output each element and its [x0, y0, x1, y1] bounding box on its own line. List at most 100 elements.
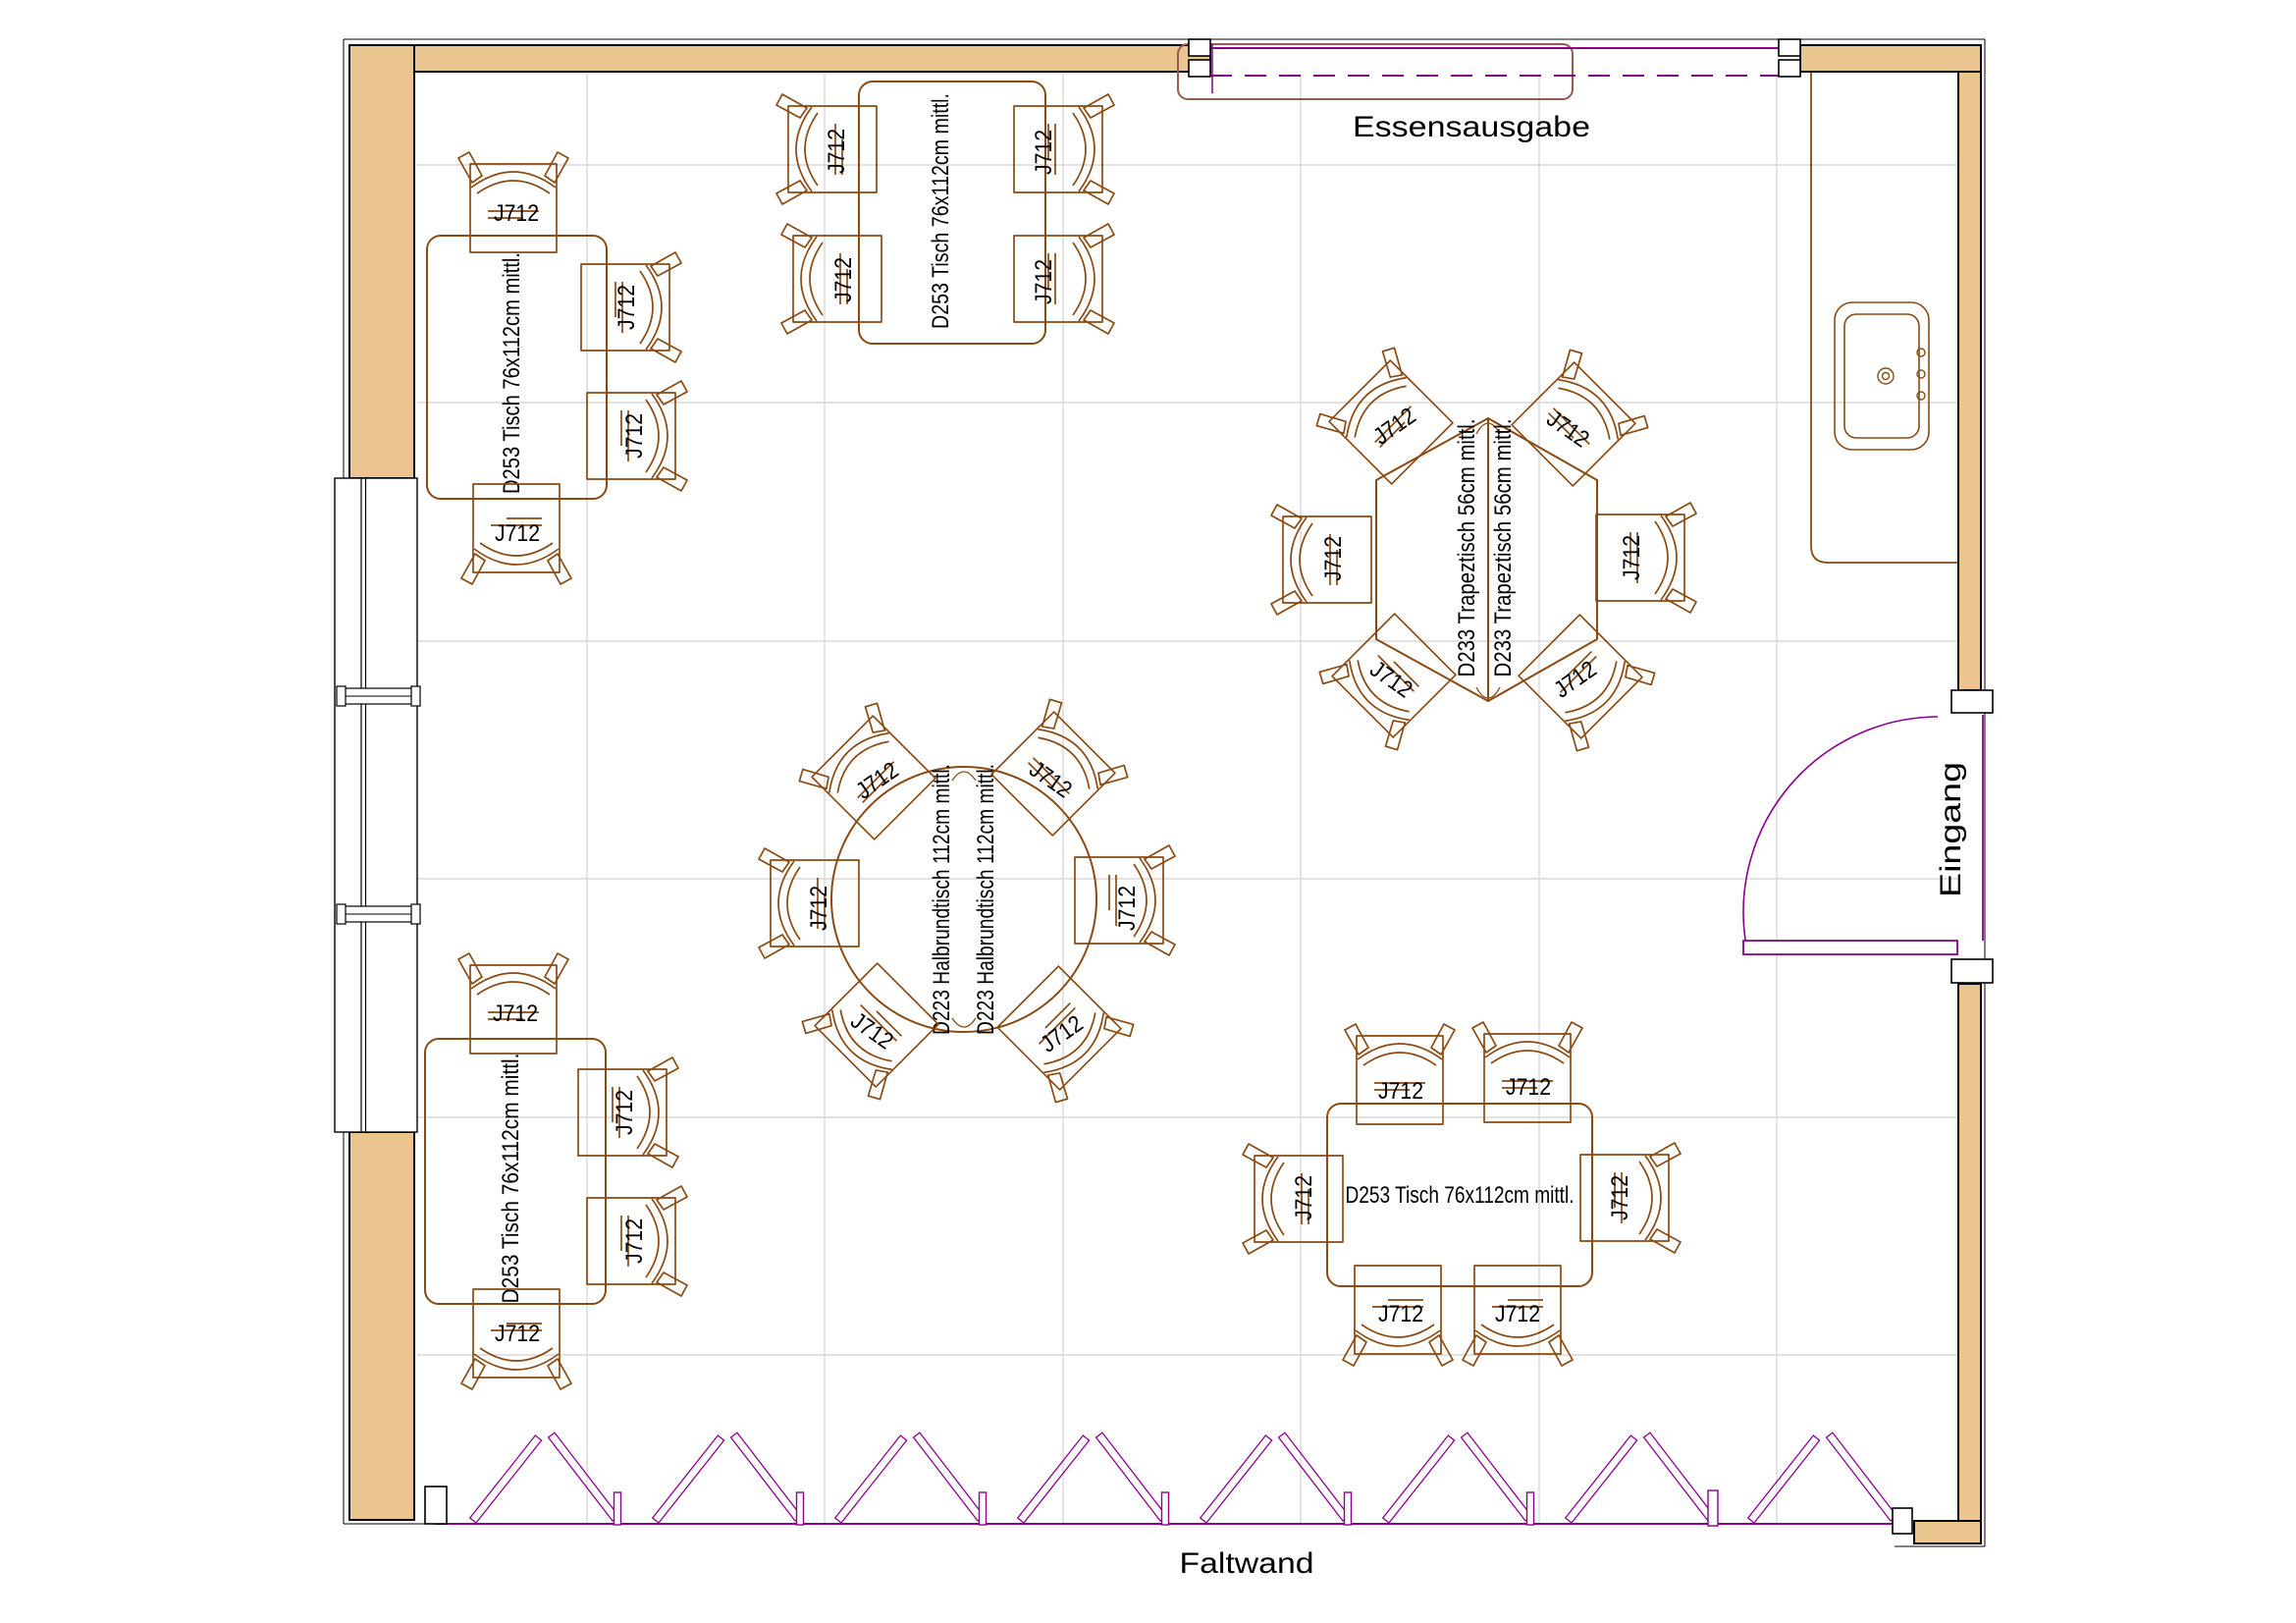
- table-top: [1326, 1103, 1593, 1287]
- chair-symbol: [801, 962, 939, 1101]
- chair-2: [580, 251, 682, 363]
- faltwand-panel: [1746, 1434, 1821, 1524]
- table-top: [858, 81, 1046, 345]
- chair-label: J712: [495, 520, 540, 547]
- label-faltwand: Faltwand: [1180, 1547, 1314, 1580]
- wall-segment: [1957, 71, 1982, 691]
- chair-symbol: [457, 151, 569, 253]
- chair-symbol: [1342, 1265, 1454, 1367]
- label-eingang: Eingang: [1935, 762, 1967, 897]
- chair-19: [1315, 347, 1454, 485]
- chair-symbol: [577, 1056, 679, 1168]
- chair-symbol: [1242, 1143, 1344, 1255]
- table-label: D233 Trapeztisch 56cm mittl.: [1454, 419, 1480, 677]
- chair-label: J712: [494, 200, 539, 227]
- faltwand-panel: [912, 1432, 986, 1522]
- sink-knob: [1916, 369, 1926, 379]
- faltwand-post: [795, 1491, 805, 1526]
- chair-symbol: [1270, 504, 1372, 616]
- chair-label: J712: [824, 129, 850, 174]
- door-leaf: [1742, 940, 1958, 955]
- wall-end-cap: [1778, 59, 1801, 78]
- sink-drain: [1877, 367, 1895, 385]
- chair-label: J712: [1495, 1301, 1540, 1327]
- chair-23: [1318, 613, 1457, 751]
- chair-13: [1344, 1023, 1456, 1125]
- table-top: [426, 235, 608, 500]
- table-3: [424, 1038, 607, 1305]
- chair-label: J712: [621, 413, 648, 459]
- table-4: [1326, 1103, 1593, 1287]
- chair-symbol: [1579, 1142, 1682, 1254]
- faltwand-panel: [1460, 1432, 1533, 1522]
- faltwand-panel: [1277, 1432, 1351, 1522]
- chair-4: [460, 483, 572, 585]
- chair-7: [1013, 93, 1115, 205]
- chair-20: [1511, 349, 1649, 487]
- hatch-frame: [1177, 43, 1574, 100]
- table-label: D253 Tisch 76x112cm mittl.: [499, 252, 525, 494]
- chair-16: [1579, 1142, 1682, 1254]
- chair-8: [1013, 223, 1115, 335]
- table-joint-mark: [951, 771, 977, 782]
- chair-symbol: [1318, 613, 1457, 751]
- chair-label: J712: [806, 886, 832, 931]
- chair-25: [798, 702, 936, 840]
- faltwand-panel: [651, 1434, 725, 1524]
- table-label: D223 Halbrundtisch 112cm mittl.: [929, 764, 955, 1035]
- faltwand-panel: [729, 1432, 803, 1522]
- chair-label: J712: [1368, 403, 1420, 451]
- chair-symbol: [1518, 614, 1656, 752]
- chair-symbol: [457, 952, 569, 1055]
- entrance-door: [1742, 689, 1994, 984]
- window-frame: [334, 477, 418, 1133]
- chair-label: J712: [1031, 130, 1057, 175]
- faltwand-panel: [1825, 1432, 1898, 1522]
- chair-symbol: [798, 702, 936, 840]
- chair-symbol: [990, 698, 1129, 837]
- chair-3: [586, 380, 688, 492]
- chair-symbol: [1074, 844, 1176, 956]
- chair-label: J712: [1320, 536, 1347, 581]
- chair-symbol: [780, 223, 882, 335]
- table-joint-mark: [1475, 422, 1501, 435]
- chair-label: J712: [1114, 886, 1141, 931]
- chair-18: [1462, 1265, 1574, 1367]
- chair-label: J712: [1607, 1175, 1633, 1220]
- faltwand-panel: [547, 1432, 620, 1522]
- chair-label: J712: [493, 1001, 538, 1027]
- chair-symbol: [1315, 347, 1454, 485]
- chair-label: J712: [1542, 406, 1594, 454]
- chair-symbol: [1511, 349, 1649, 487]
- tables: D253 Tisch 76x112cm mittl. D253 Tisch 76x…: [424, 81, 1598, 1305]
- chair-symbol: [1462, 1265, 1574, 1367]
- faltwand-panel: [1381, 1434, 1456, 1524]
- chair-symbol: [586, 1185, 688, 1297]
- faltwand-post: [1707, 1489, 1719, 1527]
- faltwand-post: [1525, 1491, 1535, 1526]
- faltwand-panel: [1642, 1432, 1716, 1522]
- chair-10: [577, 1056, 679, 1168]
- chair-label: J712: [621, 1218, 648, 1264]
- serving-hatch: [1177, 38, 1801, 100]
- chair-11: [586, 1185, 688, 1297]
- chair-label: J712: [1619, 535, 1645, 580]
- chair-label: J712: [1378, 1301, 1423, 1327]
- chair-21: [1270, 504, 1372, 616]
- faltwand-panel: [1199, 1434, 1273, 1524]
- wall-segment: [413, 44, 1211, 73]
- chair-29: [801, 962, 939, 1101]
- chair-symbol: [1595, 502, 1697, 614]
- table-1: [426, 235, 608, 500]
- table-6: [830, 766, 1097, 1033]
- chair-label: J712: [851, 757, 903, 805]
- chair-label: J712: [614, 285, 640, 330]
- table-label: D233 Trapeztisch 56cm mittl.: [1490, 419, 1517, 677]
- table-label: D253 Tisch 76x112cm mittl.: [498, 1054, 524, 1304]
- drawing-layers: D253 Tisch 76x112cm mittl. D253 Tisch 76x…: [334, 38, 1994, 1547]
- table-label: D253 Tisch 76x112cm mittl.: [1346, 1182, 1575, 1209]
- sink-knob: [1916, 348, 1926, 357]
- chair-symbol: [580, 251, 682, 363]
- chair-1: [457, 151, 569, 253]
